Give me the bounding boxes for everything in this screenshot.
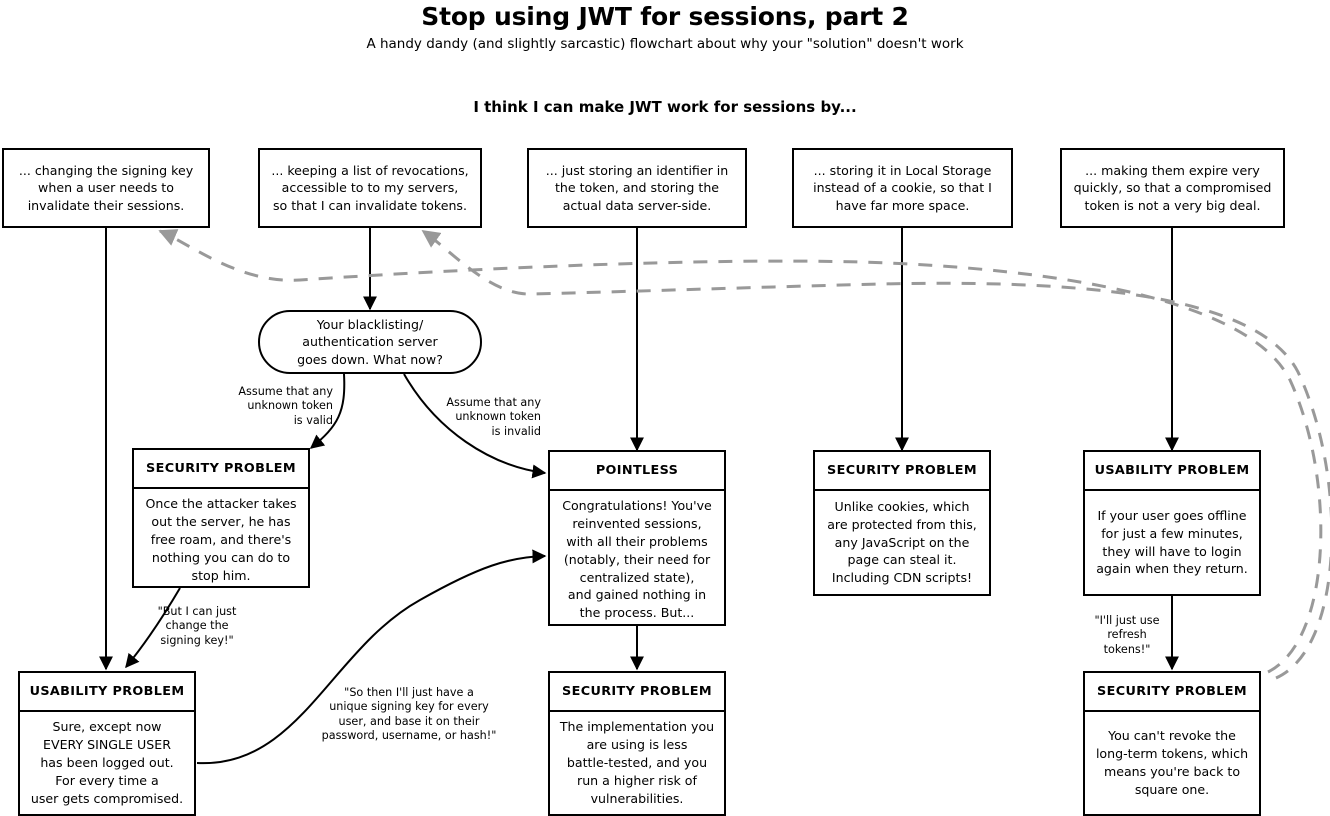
outcome-usability-offline[interactable]: USABILITY PROBLEM If your user goes offl… (1083, 450, 1261, 596)
outcome-body: The implementation you are using is less… (559, 719, 715, 806)
outcome-usability-logged-out[interactable]: USABILITY PROBLEM Sure, except now EVERY… (18, 671, 196, 816)
outcome-body: Once the attacker takes out the server, … (145, 496, 297, 583)
outcome-body: If your user goes offline for just a few… (1096, 507, 1248, 577)
outcome-heading: SECURITY PROBLEM (134, 450, 308, 489)
outcome-heading: USABILITY PROBLEM (20, 673, 194, 712)
outcome-heading: POINTLESS (550, 452, 724, 491)
edge-label-refresh-tokens: "I'll just use refresh tokens!" (1094, 614, 1160, 656)
outcome-body: You can't revoke the long-term tokens, w… (1095, 728, 1249, 797)
option-label: ... changing the signing key when a user… (18, 162, 194, 213)
edge-label-assume-invalid: Assume that any unknown token is invalid (446, 396, 541, 438)
prompt-heading: I think I can make JWT work for sessions… (473, 98, 857, 116)
page-title: Stop using JWT for sessions, part 2 (421, 2, 909, 31)
edge-label-assume-valid: Assume that any unknown token is valid (238, 385, 333, 427)
outcome-heading: SECURITY PROBLEM (550, 673, 724, 712)
option-box-signing-key[interactable]: ... changing the signing key when a user… (2, 148, 210, 228)
outcome-security-implementation[interactable]: SECURITY PROBLEM The implementation you … (548, 671, 726, 816)
outcome-heading: USABILITY PROBLEM (1085, 452, 1259, 491)
option-label: ... making them expire very quickly, so … (1073, 162, 1272, 213)
decision-label: Your blacklisting/ authentication server… (297, 316, 443, 367)
outcome-body: Sure, except now EVERY SINGLE USER has b… (30, 719, 184, 806)
outcome-body: Congratulations! You've reinvented sessi… (562, 498, 712, 621)
option-label: ... storing it in Local Storage instead … (813, 162, 992, 213)
edge-label-change-signing-key: "But I can just change the signing key!" (157, 605, 237, 647)
outcome-security-local-storage[interactable]: SECURITY PROBLEM Unlike cookies, which a… (813, 450, 991, 596)
outcome-security-attacker[interactable]: SECURITY PROBLEM Once the attacker takes… (132, 448, 310, 588)
edge-label-unique-signing-key: "So then I'll just have a unique signing… (321, 686, 497, 742)
option-box-identifier[interactable]: ... just storing an identifier in the to… (527, 148, 747, 228)
outcome-body: Unlike cookies, which are protected from… (827, 498, 977, 586)
option-box-local-storage[interactable]: ... storing it in Local Storage instead … (792, 148, 1013, 228)
outcome-heading: SECURITY PROBLEM (1085, 673, 1259, 712)
option-label: ... keeping a list of revocations, acces… (271, 162, 469, 213)
page-subtitle: A handy dandy (and slightly sarcastic) f… (366, 36, 964, 52)
decision-node-server-down[interactable]: Your blacklisting/ authentication server… (258, 310, 482, 374)
outcome-pointless[interactable]: POINTLESS Congratulations! You've reinve… (548, 450, 726, 626)
outcome-security-revoke[interactable]: SECURITY PROBLEM You can't revoke the lo… (1083, 671, 1261, 816)
option-label: ... just storing an identifier in the to… (545, 162, 729, 213)
outcome-heading: SECURITY PROBLEM (815, 452, 989, 491)
option-box-revocation-list[interactable]: ... keeping a list of revocations, acces… (258, 148, 482, 228)
option-box-expire-quickly[interactable]: ... making them expire very quickly, so … (1060, 148, 1285, 228)
